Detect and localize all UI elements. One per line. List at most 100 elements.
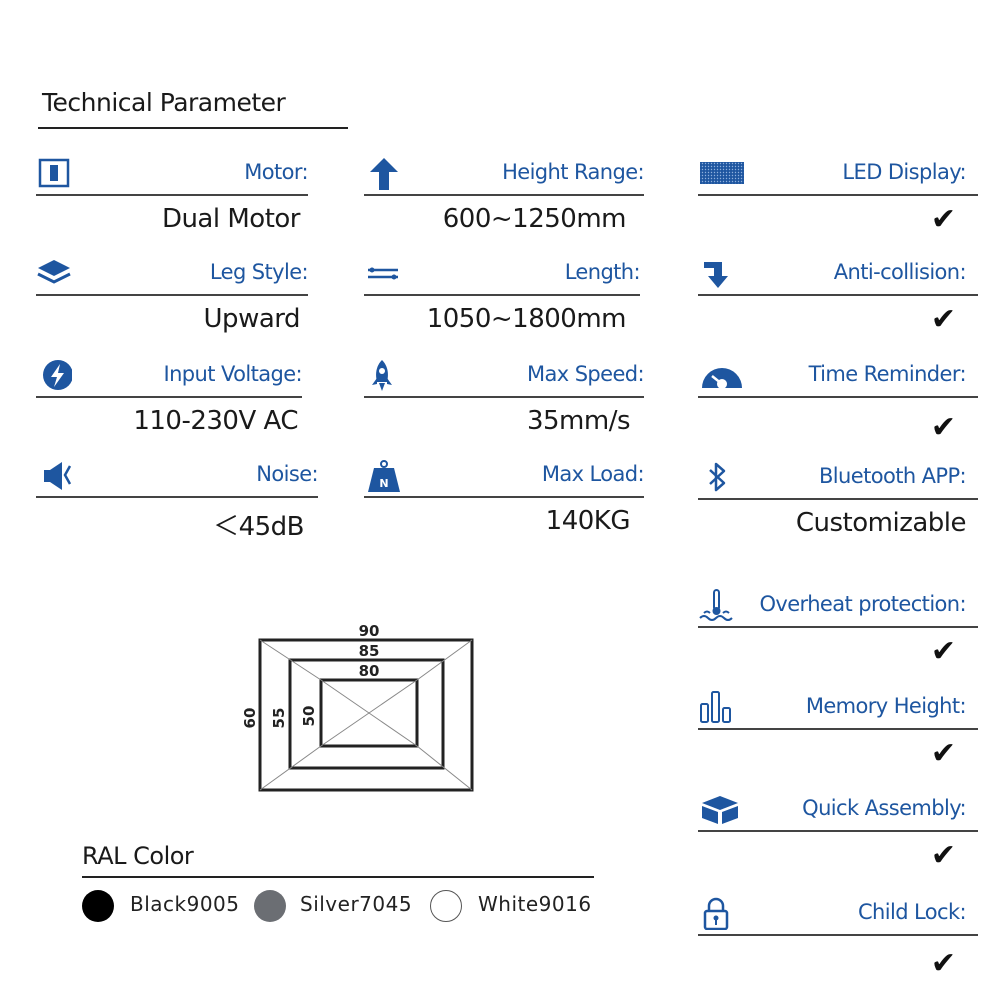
- divider: [364, 496, 644, 498]
- check-icon: ✔: [930, 410, 956, 445]
- divider: [698, 498, 978, 500]
- rocket-icon: [372, 360, 392, 391]
- param-label: Input Voltage:: [163, 362, 303, 386]
- param-label: LED Display:: [842, 160, 966, 184]
- speaker-icon: [44, 462, 72, 490]
- dim-outer: 90: [359, 622, 380, 640]
- param-label: Time Reminder:: [808, 362, 967, 386]
- divider: [36, 496, 318, 498]
- check-icon: ✔: [930, 736, 956, 771]
- divider: [698, 396, 978, 398]
- up-arrow-icon: [370, 158, 398, 190]
- dim-middle: 85: [359, 642, 380, 660]
- divider: [364, 294, 640, 296]
- param-label: Noise:: [256, 462, 318, 486]
- param-max-speed: Max Speed: 35mm/s: [364, 358, 645, 448]
- param-label: Leg Style:: [209, 260, 309, 284]
- divider: [36, 294, 308, 296]
- param-overheat-protection: Overheat protection: ✔: [698, 588, 978, 678]
- param-led-display: LED Display: ✔: [698, 156, 978, 246]
- lock-icon: [703, 897, 729, 930]
- param-value: 1050~1800mm: [426, 304, 627, 334]
- param-label: Height Range:: [502, 160, 645, 184]
- divider: [364, 396, 644, 398]
- param-max-load: N Max Load: 140KG: [364, 458, 645, 548]
- divider: [36, 396, 302, 398]
- inner-rect: [319, 678, 419, 748]
- page-title: Technical Parameter: [42, 88, 286, 117]
- motor-icon: [38, 158, 70, 188]
- param-label: Child Lock:: [857, 900, 967, 924]
- check-icon: ✔: [930, 634, 956, 669]
- param-quick-assembly: Quick Assembly: ✔: [698, 792, 978, 882]
- weight-icon: N: [368, 460, 400, 492]
- color-swatch-silver: [254, 890, 286, 922]
- param-child-lock: Child Lock: ✔: [698, 896, 978, 992]
- param-memory-height: Memory Height: ✔: [698, 690, 978, 780]
- color-label-black: Black9005: [130, 892, 240, 916]
- color-swatch-white: [430, 890, 462, 922]
- check-icon: ✔: [930, 302, 956, 337]
- svg-text:N: N: [379, 477, 388, 490]
- param-time-reminder: Time Reminder: ✔: [698, 358, 978, 448]
- param-value: Customizable: [795, 508, 967, 538]
- divider: [698, 294, 978, 296]
- middle-rect: [288, 658, 445, 770]
- param-label: Length:: [564, 260, 641, 284]
- leg-cross-section-diagram: 90 85 80 60 55 50: [241, 622, 474, 792]
- param-label: Memory Height:: [805, 694, 967, 718]
- dim-inner-h: 50: [300, 706, 318, 727]
- title-underline: [38, 127, 348, 129]
- param-label: Overheat protection:: [759, 592, 966, 616]
- diagonal-lines: [259, 639, 473, 791]
- color-label-white: White9016: [478, 892, 592, 916]
- param-length: Length: 1050~1800mm: [364, 256, 641, 346]
- param-bluetooth-app: Bluetooth APP: Customizable: [698, 460, 978, 550]
- gauge-icon: [702, 368, 742, 389]
- param-label: Motor:: [244, 160, 308, 184]
- dim-inner: 80: [359, 662, 380, 680]
- param-value: 35mm/s: [526, 406, 631, 436]
- color-label-silver: Silver7045: [300, 892, 413, 916]
- divider: [698, 830, 978, 832]
- bars-icon: [700, 691, 731, 723]
- outer-rect: [258, 638, 474, 792]
- led-display-icon: [700, 162, 744, 184]
- dim-outer-h: 60: [241, 708, 259, 729]
- down-turn-arrow-icon: [704, 262, 728, 288]
- dim-middle-h: 55: [270, 708, 288, 729]
- ral-underline: [82, 876, 594, 878]
- param-motor: Motor: Dual Motor: [36, 156, 309, 246]
- param-leg-style: Leg Style: Upward: [36, 256, 309, 346]
- param-label: Max Load:: [541, 462, 645, 486]
- check-icon: ✔: [930, 202, 956, 237]
- color-swatch-black: [82, 890, 114, 922]
- param-value: 600~1250mm: [442, 204, 627, 234]
- divider: [698, 194, 978, 196]
- param-value: Upward: [203, 304, 301, 334]
- param-value: 110-230V AC: [133, 406, 298, 436]
- param-anti-collision: Anti-collision: ✔: [698, 256, 978, 346]
- lightning-icon: [43, 360, 72, 390]
- length-icon: [368, 267, 398, 280]
- check-icon: ✔: [930, 946, 956, 981]
- layers-icon: [37, 260, 71, 284]
- divider: [698, 728, 978, 730]
- divider: [698, 934, 978, 936]
- param-value: Dual Motor: [161, 204, 301, 234]
- param-value: 140KG: [545, 506, 631, 536]
- divider: [364, 194, 644, 196]
- thermometer-icon: [699, 589, 733, 621]
- box-icon: [702, 796, 738, 824]
- param-label: Max Speed:: [527, 362, 645, 386]
- param-label: Bluetooth APP:: [819, 464, 967, 488]
- bluetooth-icon: [709, 462, 726, 492]
- check-icon: ✔: [930, 838, 956, 873]
- param-noise: Noise: ＜45dB: [36, 458, 319, 548]
- ral-color-title: RAL Color: [82, 842, 194, 870]
- param-value: ＜45dB: [213, 512, 304, 542]
- divider: [36, 194, 308, 196]
- param-input-voltage: Input Voltage: 110-230V AC: [36, 358, 303, 448]
- divider: [698, 626, 978, 628]
- param-height-range: Height Range: 600~1250mm: [364, 156, 645, 246]
